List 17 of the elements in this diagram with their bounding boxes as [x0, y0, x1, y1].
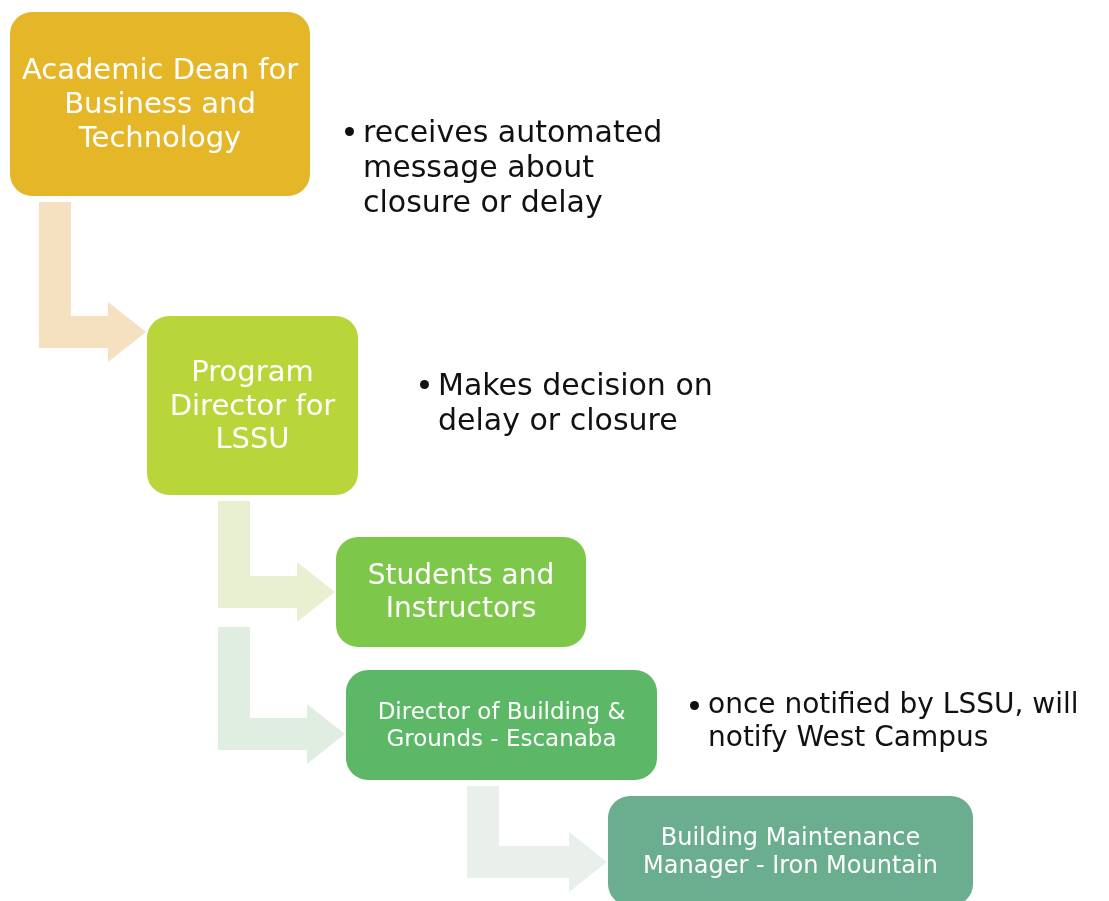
process-box: [346, 670, 657, 780]
box-text: Building Maintenance Manager - Iron Mountain: [642, 822, 939, 880]
arrow: [467, 786, 607, 892]
box-text: Program Director for LSSU: [168, 354, 337, 457]
process-box: [147, 316, 358, 495]
arrow: [218, 501, 335, 622]
note-text: once notified by LSSU, will notify West Campus: [708, 688, 1080, 754]
note-text: receives automated message about closure or delay: [363, 114, 664, 220]
process-box: [10, 12, 310, 196]
note-text: Makes decision on delay or closure: [438, 367, 714, 438]
box-text: Students and Instructors: [366, 559, 556, 625]
process-box: [608, 796, 973, 901]
box-text: Director of Building & Grounds - Escanaba: [376, 698, 627, 752]
arrow: [39, 202, 146, 362]
box-text: Academic Dean for Business and Technology: [20, 53, 300, 155]
process-box: [336, 537, 586, 647]
arrow: [218, 627, 345, 764]
